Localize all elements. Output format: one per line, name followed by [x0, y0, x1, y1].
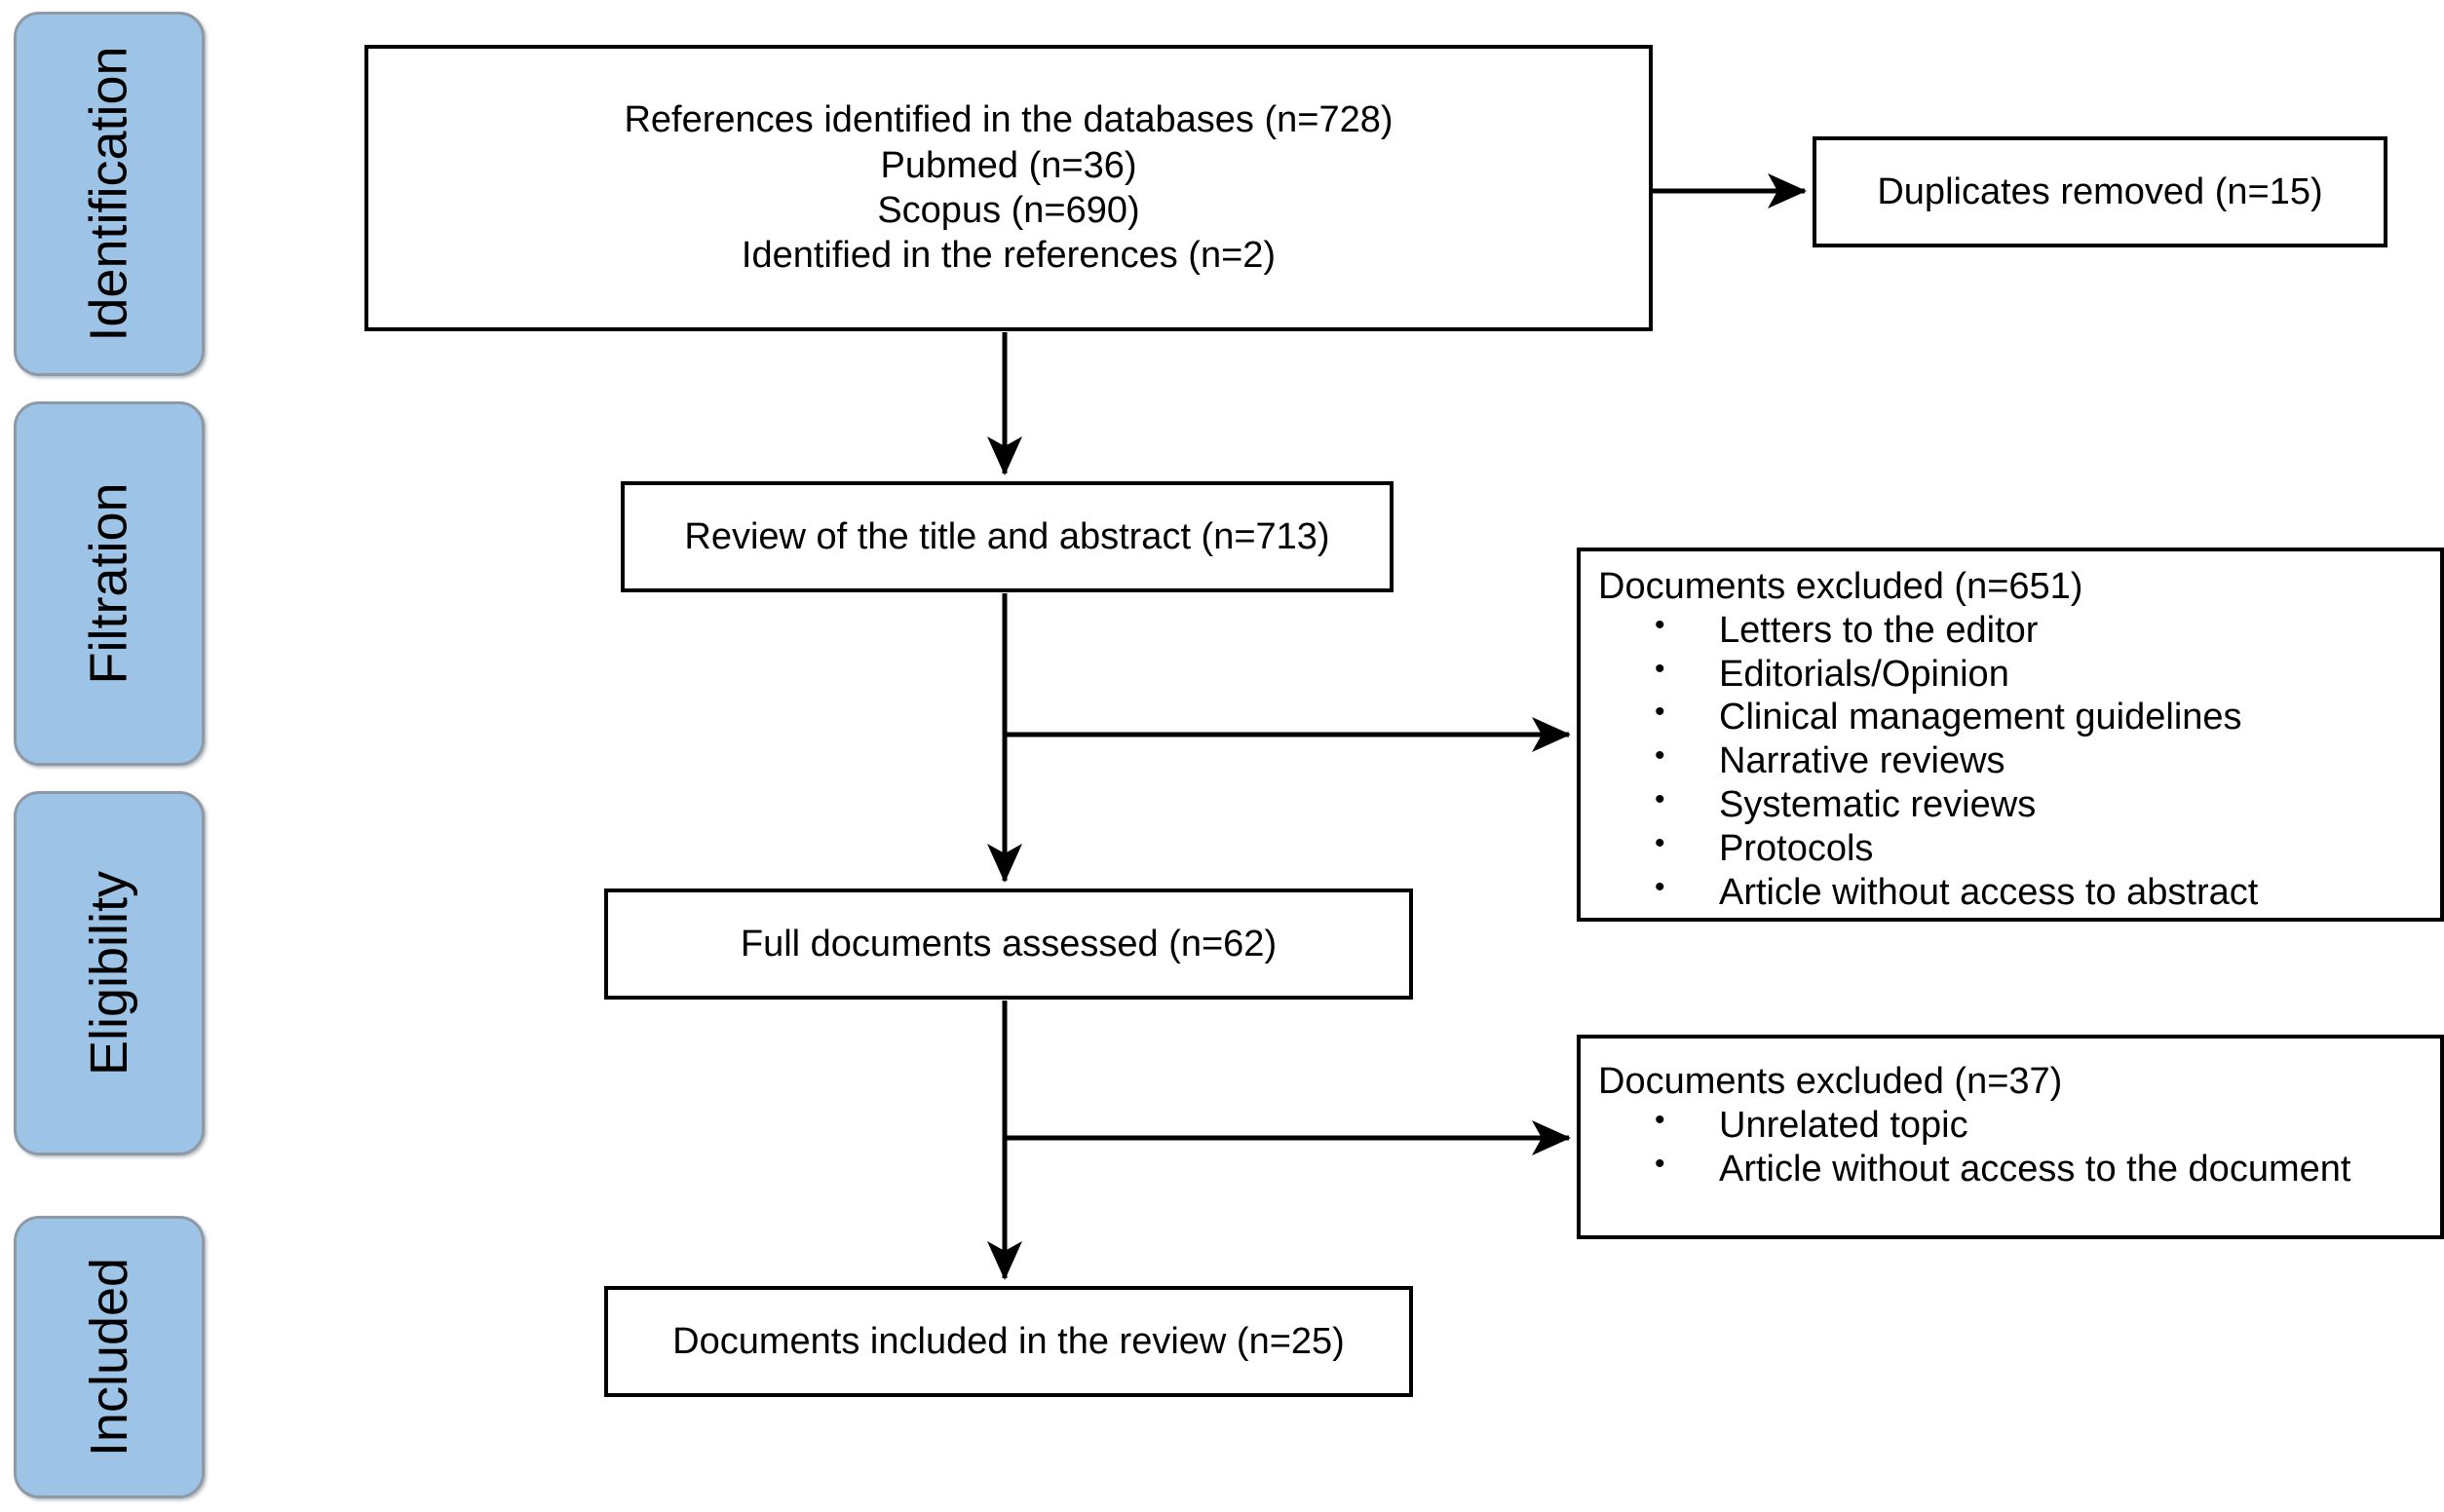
identified-line-pubmed: Pubmed (n=36)	[880, 144, 1137, 186]
documents-excluded-screening-title: Documents excluded (n=651)	[1598, 566, 2083, 607]
stage-label-identification: Identification	[14, 12, 205, 376]
documents-excluded-screening-list: Letters to the editor Editorials/Opinion…	[1598, 608, 2425, 915]
identified-line-total: References identified in the databases (…	[624, 99, 1394, 141]
exclusion-reason: Systematic reviews	[1598, 782, 2425, 827]
documents-excluded-screening-body: Documents excluded (n=651) Letters to th…	[1581, 551, 2440, 925]
box-documents-included: Documents included in the review (n=25)	[604, 1286, 1413, 1397]
box-references-identified: References identified in the databases (…	[364, 45, 1653, 331]
exclusion-reason: Clinical management guidelines	[1598, 695, 2425, 739]
exclusion-reason: Protocols	[1598, 826, 2425, 871]
stage-label-filtration: Filtration	[14, 401, 205, 766]
identified-line-scopus: Scopus (n=690)	[877, 190, 1140, 231]
duplicates-removed-text: Duplicates removed (n=15)	[1877, 170, 2323, 212]
identified-line-references: Identified in the references (n=2)	[741, 235, 1277, 277]
exclusion-reason: Unrelated topic	[1598, 1103, 2425, 1148]
stage-label-eligibility: Eligibility	[14, 791, 205, 1155]
exclusion-reason: Editorials/Opinion	[1598, 652, 2425, 697]
box-full-documents-assessed: Full documents assessed (n=62)	[604, 888, 1413, 1000]
documents-excluded-fulltext-title: Documents excluded (n=37)	[1598, 1061, 2063, 1102]
documents-included-text: Documents included in the review (n=25)	[672, 1320, 1345, 1362]
title-abstract-review-text: Review of the title and abstract (n=713)	[684, 515, 1330, 557]
exclusion-reason: Article without access to abstract	[1598, 870, 2425, 915]
box-title-abstract-review: Review of the title and abstract (n=713)	[621, 481, 1394, 592]
exclusion-reason: Narrative reviews	[1598, 738, 2425, 783]
documents-excluded-fulltext-list: Unrelated topic Article without access t…	[1598, 1103, 2425, 1191]
documents-excluded-fulltext-body: Documents excluded (n=37) Unrelated topi…	[1581, 1039, 2440, 1200]
stage-label-included: Included	[14, 1216, 205, 1498]
box-documents-excluded-fulltext: Documents excluded (n=37) Unrelated topi…	[1577, 1035, 2444, 1239]
box-documents-excluded-screening: Documents excluded (n=651) Letters to th…	[1577, 548, 2444, 922]
exclusion-reason: Letters to the editor	[1598, 608, 2425, 653]
full-documents-assessed-text: Full documents assessed (n=62)	[740, 923, 1278, 964]
box-references-identified-text: References identified in the databases (…	[610, 97, 1406, 278]
box-duplicates-removed: Duplicates removed (n=15)	[1813, 136, 2387, 247]
exclusion-reason: Article without access to the document	[1598, 1147, 2425, 1191]
